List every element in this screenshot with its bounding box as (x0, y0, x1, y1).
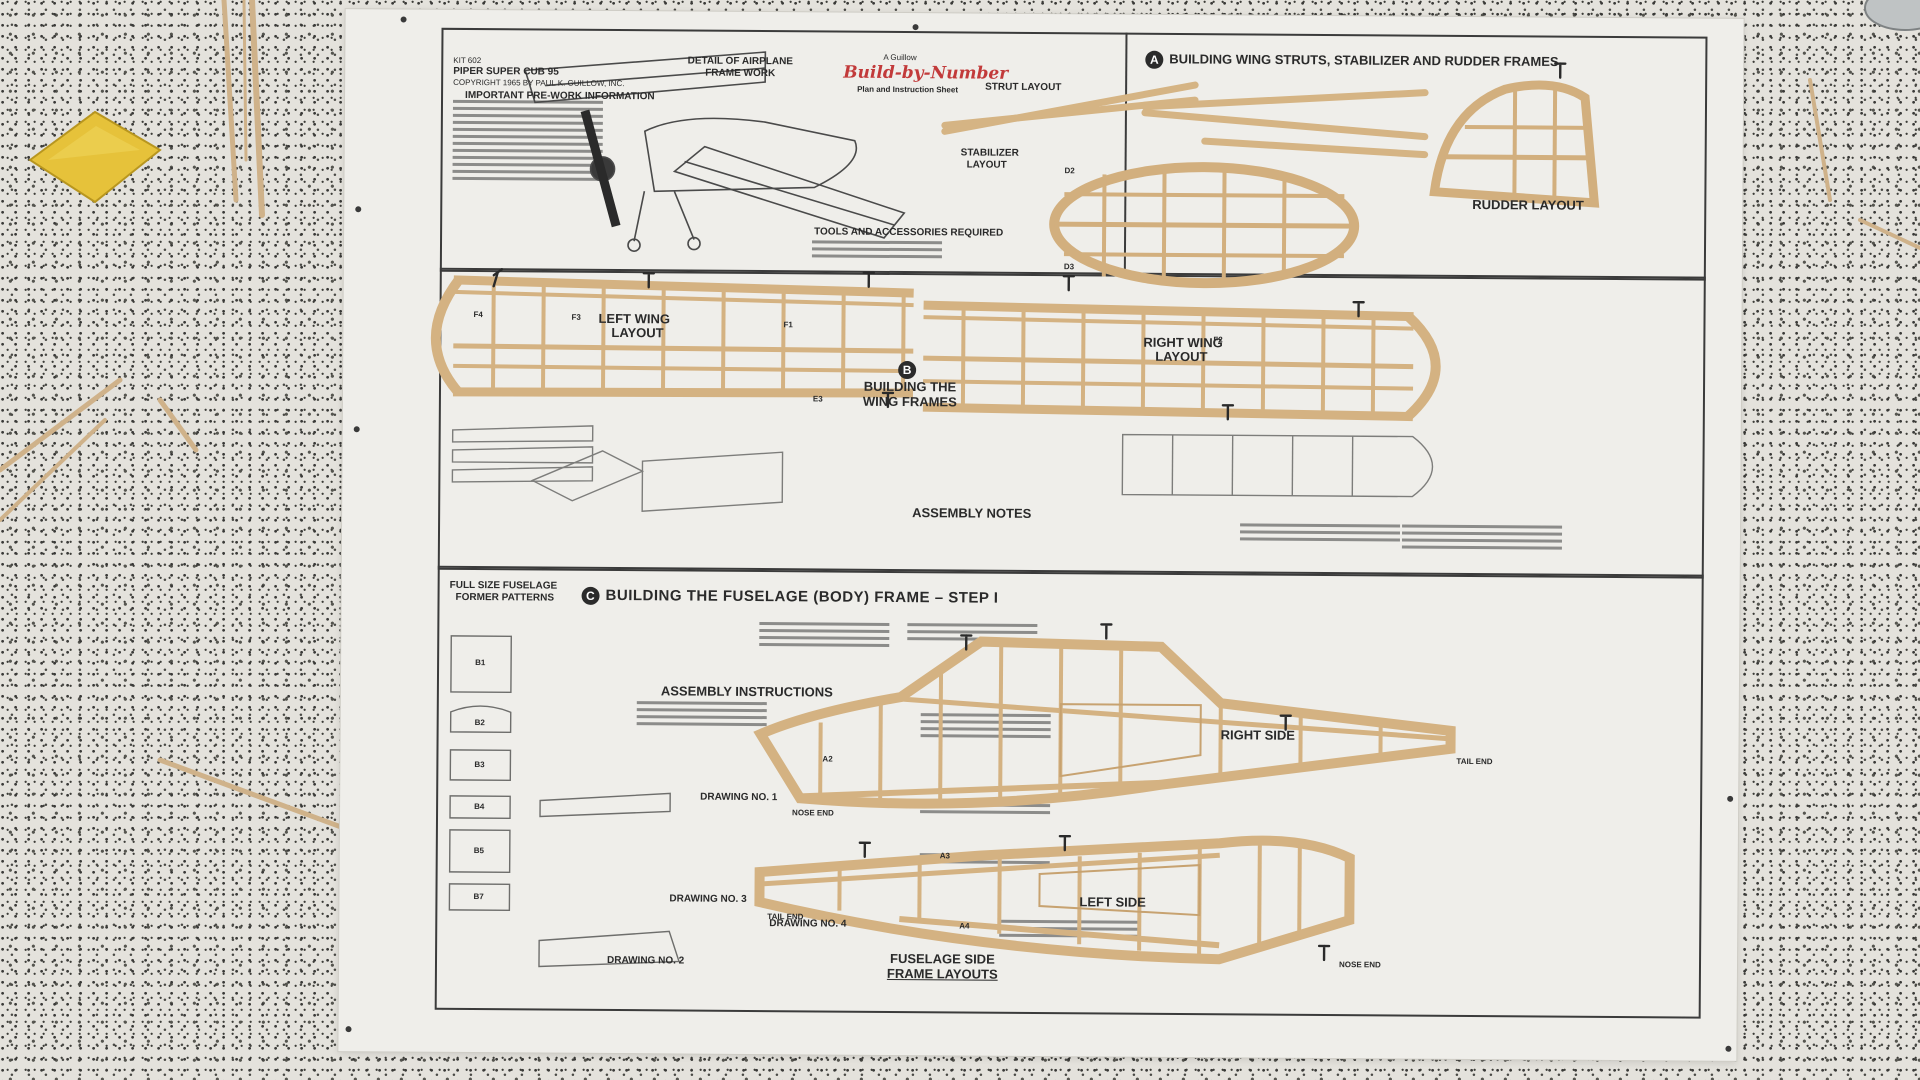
fuselage-layouts-title-2: FRAME LAYOUTS (886, 965, 998, 982)
section-b-title-1: BUILDING THE (863, 378, 957, 395)
drawing-2-label: DRAWING NO. 2 (606, 954, 685, 967)
brand-logo: Build-by-Number (843, 62, 1009, 84)
part-label-f2: F2 (1213, 335, 1223, 345)
rudder-layout-label: RUDDER LAYOUT (1472, 197, 1584, 213)
fuselage-right-frame (753, 636, 1456, 809)
brand-a: A Guillow (883, 52, 917, 63)
section-b-heading: B BUILDING THE WING FRAMES (862, 360, 957, 410)
stabilizer-frame (1049, 162, 1360, 289)
t-pins (492, 62, 1567, 962)
part-label-b1: B1 (475, 658, 486, 668)
left-side-label: LEFT SIDE (1079, 894, 1146, 910)
fuselage-layouts-title: FUSELAGE SIDE FRAME LAYOUTS (887, 951, 998, 982)
plan-sheet: KIT 602 PIPER SUPER CUB 95 COPYRIGHT 196… (338, 9, 1744, 1061)
section-b-badge: B (898, 360, 917, 380)
section-c-badge: C (581, 586, 600, 605)
strut-layout-label: STRUT LAYOUT (985, 81, 1062, 94)
strut-frames (941, 81, 1429, 159)
part-label-b5: B5 (473, 846, 485, 856)
nose-end-right: NOSE END (792, 808, 834, 818)
plan-drawings (345, 16, 1734, 1052)
prework-title: IMPORTANT PRE-WORK INFORMATION (465, 89, 655, 103)
former-patterns-title-1: FULL SIZE FUSELAGE (449, 579, 558, 592)
section-c-heading: C BUILDING THE FUSELAGE (BODY) FRAME – ST… (581, 586, 999, 608)
tools-title: TOOLS AND ACCESSORIES REQUIRED (814, 226, 1004, 239)
drawing-1-label: DRAWING NO. 1 (700, 791, 778, 804)
tail-end-right: TAIL END (1456, 756, 1493, 767)
airplane-frame-drawing (524, 51, 906, 252)
right-wing-frame (922, 300, 1441, 422)
detail-title-1: DETAIL OF AIRPLANE (687, 55, 794, 68)
fuselage-layouts-title-1: FUSELAGE SIDE (889, 950, 995, 967)
part-label-d3: D3 (1063, 262, 1075, 272)
left-wing-label-2: LAYOUT (611, 324, 664, 341)
section-a-heading: A BUILDING WING STRUTS, STABILIZER AND RU… (1145, 50, 1559, 72)
part-label-e3: E3 (812, 394, 823, 404)
part-label-b2: B2 (474, 718, 485, 728)
part-label-f1: F1 (783, 320, 793, 330)
detail-title-2: FRAME WORK (705, 67, 776, 80)
model-name: PIPER SUPER CUB 95 (453, 65, 559, 78)
section-a-badge: A (1145, 50, 1164, 69)
nose-end-left: NOSE END (1338, 960, 1381, 970)
part-label-f4: F4 (473, 310, 483, 320)
brand-subtitle: Plan and Instruction Sheet (857, 84, 959, 95)
sheet-pins (345, 16, 1734, 1052)
sanding-block (28, 110, 162, 204)
right-wing-label-2: LAYOUT (1155, 348, 1208, 365)
left-wing-frame (430, 275, 914, 398)
part-label-a4: A4 (959, 921, 970, 931)
part-label-d2: D2 (1064, 166, 1075, 176)
wing-part-sketches (451, 425, 1434, 512)
part-label-a2: A2 (822, 754, 833, 764)
part-label-b3: B3 (474, 760, 485, 770)
former-patterns (448, 635, 680, 968)
fuselage-left-frame (754, 835, 1355, 965)
part-label-a3: A3 (939, 851, 951, 861)
assembly-notes-title: ASSEMBLY NOTES (912, 505, 1032, 521)
copyright: COPYRIGHT 1965 BY PAUL K. GUILLOW, INC. (453, 77, 625, 89)
part-label-b7: B7 (473, 892, 484, 902)
tail-end-left: TAIL END (767, 912, 804, 922)
left-wing-label-1: LEFT WING (598, 310, 671, 327)
drawing-3-label: DRAWING NO. 3 (669, 893, 747, 905)
section-b-title-2: WING FRAMES (862, 393, 957, 410)
kit-number: KIT 602 (453, 55, 482, 66)
former-patterns-title-2: FORMER PATTERNS (455, 591, 555, 604)
rudder-frame (1429, 80, 1600, 208)
metal-tray (1864, 0, 1920, 31)
right-side-label: RIGHT SIDE (1220, 727, 1296, 743)
assembly-instructions-title: ASSEMBLY INSTRUCTIONS (660, 683, 833, 700)
stabilizer-layout-label-1: STABILIZER (960, 147, 1019, 159)
section-a-title: BUILDING WING STRUTS, STABILIZER AND RUD… (1169, 51, 1559, 70)
section-c-title: BUILDING THE FUSELAGE (BODY) FRAME – STE… (605, 586, 999, 607)
part-label-b4: B4 (474, 802, 485, 812)
stabilizer-layout-label-2: LAYOUT (966, 159, 1007, 171)
printed-text-blocks (452, 99, 1563, 938)
part-label-f3: F3 (571, 312, 581, 322)
